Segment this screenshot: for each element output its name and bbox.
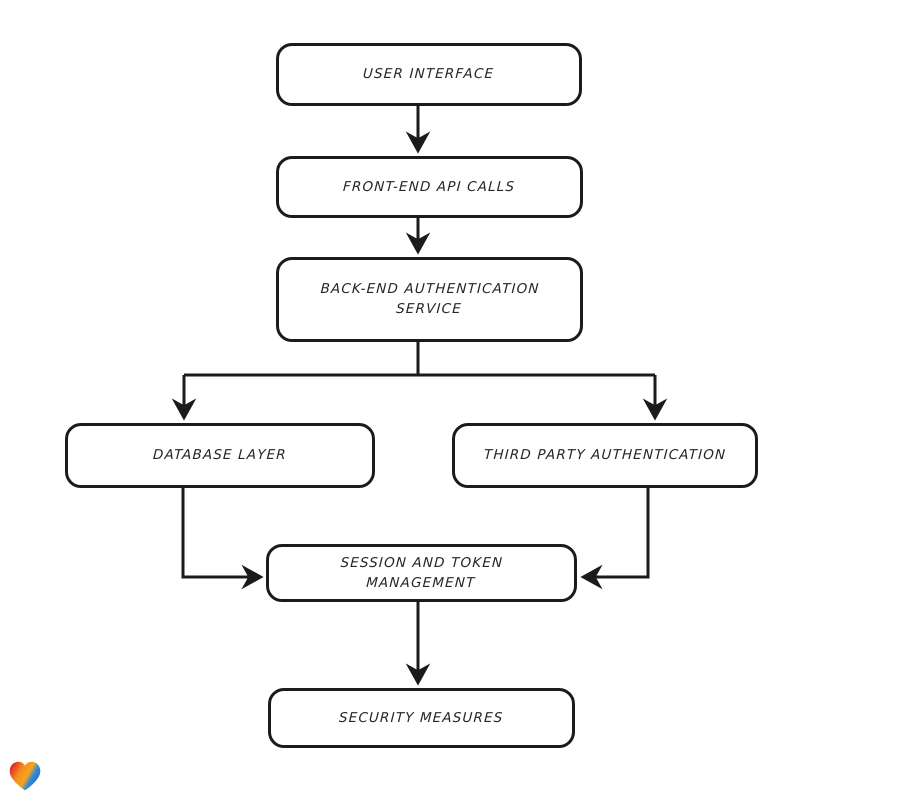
node-label-user-interface: USER INTERFACE xyxy=(363,66,496,83)
edge-backend-split-trunk xyxy=(184,342,655,377)
node-database-layer[interactable]: DATABASE LAYER xyxy=(65,423,375,488)
node-label-front-end-api-calls: FRONT-END API CALLS xyxy=(343,178,517,195)
node-user-interface[interactable]: USER INTERFACE xyxy=(276,43,582,106)
node-back-end-auth-service[interactable]: BACK-END AUTHENTICATION SERVICE xyxy=(276,257,583,342)
node-label-database-layer: DATABASE LAYER xyxy=(152,447,288,464)
node-label-third-party-authentication: THIRD PARTY AUTHENTICATION xyxy=(483,447,727,464)
node-security-measures[interactable]: SECURITY MEASURES xyxy=(268,688,575,748)
node-front-end-api-calls[interactable]: FRONT-END API CALLS xyxy=(276,156,583,218)
node-third-party-authentication[interactable]: THIRD PARTY AUTHENTICATION xyxy=(452,423,758,488)
edge-third-to-session xyxy=(580,488,650,590)
edge-db-to-session xyxy=(181,488,264,590)
node-session-and-token-management[interactable]: SESSION AND TOKEN MANAGEMENT xyxy=(266,544,577,602)
node-label-back-end-auth-service: BACK-END AUTHENTICATION SERVICE xyxy=(320,281,540,318)
node-label-session-and-token-management: SESSION AND TOKEN MANAGEMENT xyxy=(340,554,504,591)
heart-icon xyxy=(9,761,41,791)
node-label-security-measures: SECURITY MEASURES xyxy=(338,709,505,726)
